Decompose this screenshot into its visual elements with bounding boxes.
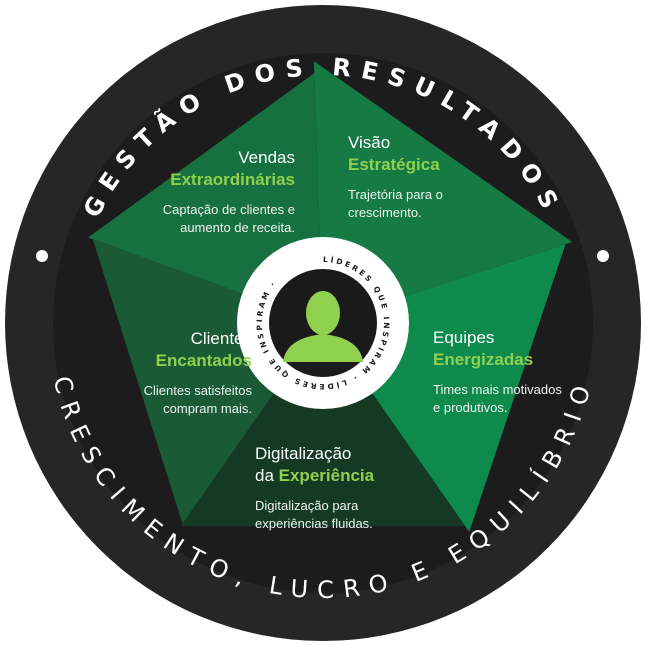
segment-clientes: Clientes Encantados Clientes satisfeitos… <box>92 328 252 418</box>
segment-visao-title: Visão <box>348 133 391 152</box>
segment-clientes-title: Clientes <box>190 329 252 348</box>
segment-digital-desc: Digitalização para experiências fluidas. <box>255 498 373 531</box>
person-icon <box>283 291 363 362</box>
segment-vendas-desc: Captação de clientes e aumento de receit… <box>162 202 295 235</box>
segment-visao-desc: Trajetória para o crescimento. <box>348 187 443 220</box>
segment-visao: Visão Estratégica Trajetória para o cres… <box>348 132 498 222</box>
segment-equipes-desc: Times mais motivados e produtivos. <box>433 382 562 415</box>
segment-equipes-subtitle: Energizadas <box>433 350 534 369</box>
segment-vendas-subtitle: Extraordinárias <box>170 170 295 189</box>
segment-equipes: Equipes Energizadas Times mais motivados… <box>433 327 568 417</box>
ring-dot-left <box>36 250 48 262</box>
segment-vendas: Vendas Extraordinárias Captação de clien… <box>120 147 295 237</box>
segment-digital-subtitle: Experiência <box>278 466 375 485</box>
segment-equipes-title: Equipes <box>433 328 495 347</box>
wedge-digital <box>180 323 466 527</box>
segment-clientes-subtitle: Encantados <box>155 351 252 370</box>
segment-visao-subtitle: Estratégica <box>348 155 440 174</box>
segment-digital-prefix: da <box>255 466 279 485</box>
segment-clientes-desc: Clientes satisfeitos compram mais. <box>143 383 252 416</box>
segment-digital-title: Digitalização <box>255 444 352 463</box>
ring-dot-right <box>597 250 609 262</box>
segment-vendas-title: Vendas <box>238 148 295 167</box>
segment-digital: Digitalização da Experiência Digitalizaç… <box>255 443 430 533</box>
